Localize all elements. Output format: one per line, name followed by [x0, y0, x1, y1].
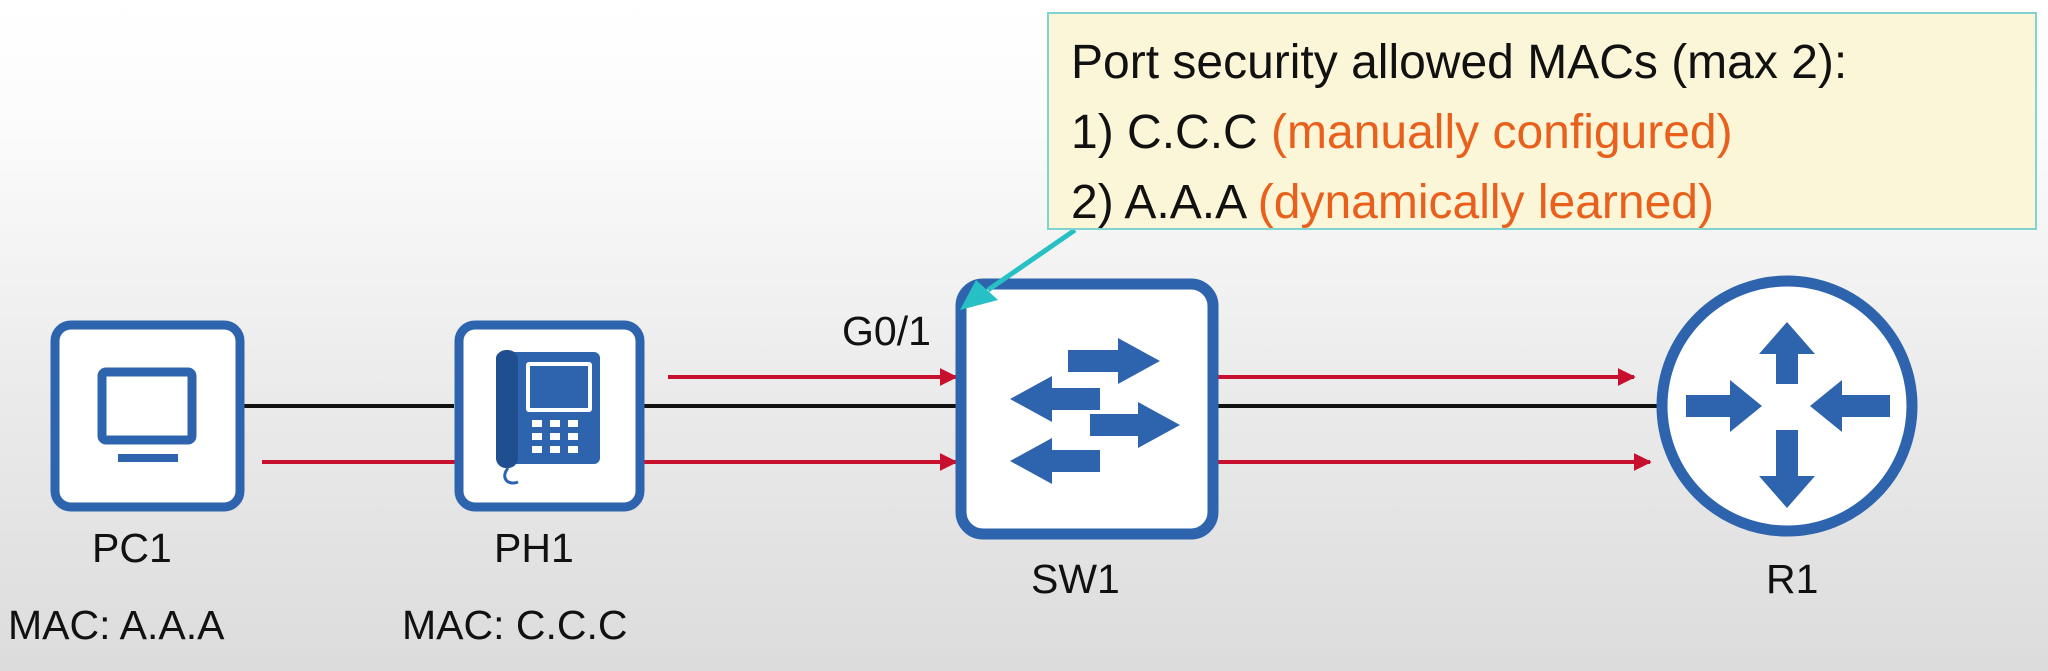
pc1-label: PC1: [92, 525, 172, 571]
ph1-mac-label: MAC: C.C.C: [402, 602, 628, 648]
entry-number: 2): [1071, 176, 1114, 229]
callout-title: Port security allowed MACs (max 2):: [1071, 36, 1848, 89]
entry-note: (dynamically learned): [1257, 176, 1714, 229]
r1-label: R1: [1766, 556, 1819, 602]
pc1-device[interactable]: [50, 320, 245, 512]
router-arrows-icon: [1686, 322, 1890, 508]
ip-phone-icon: [496, 350, 600, 485]
entry-number: 1): [1071, 106, 1114, 159]
callout-entry-1: 1) C.C.C (manually configured): [1071, 98, 2013, 168]
callout-entry-2: 2) A.A.A (dynamically learned): [1071, 168, 2013, 238]
sw1-label: SW1: [1031, 556, 1120, 602]
sw1-port-label: G0/1: [842, 308, 931, 354]
pc1-mac-label: MAC: A.A.A: [8, 602, 225, 648]
entry-mac: A.A.A: [1124, 176, 1245, 229]
entry-mac: C.C.C: [1127, 106, 1258, 159]
port-security-callout: Port security allowed MACs (max 2): 1) C…: [1047, 12, 2037, 230]
r1-device[interactable]: [1656, 275, 1918, 537]
sw1-device[interactable]: [955, 278, 1219, 540]
switch-arrows-icon: [1010, 338, 1180, 484]
ph1-label: PH1: [494, 525, 574, 571]
ph1-device[interactable]: [454, 320, 645, 512]
callout-pointer: [960, 227, 1077, 310]
entry-note: (manually configured): [1271, 106, 1733, 159]
monitor-icon: [97, 367, 197, 462]
